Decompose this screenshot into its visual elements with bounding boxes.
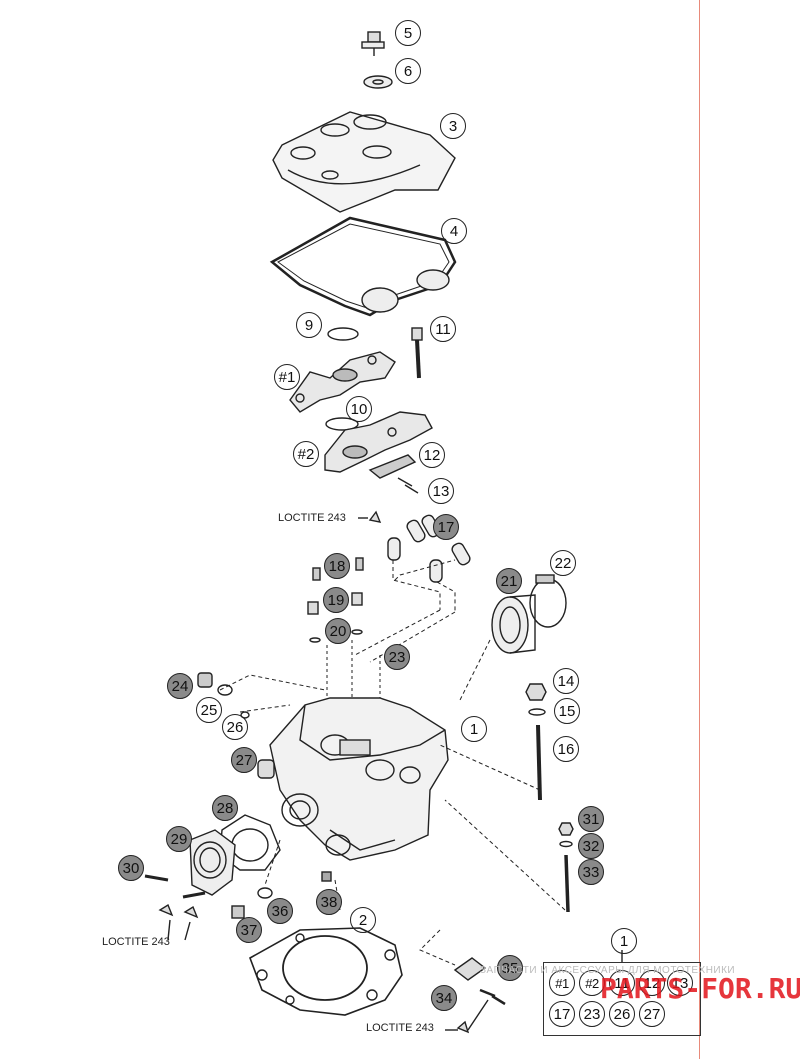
kit-item-h2: #2: [579, 970, 605, 996]
part-18-screw: [312, 567, 321, 581]
callout-9: 9: [296, 312, 322, 338]
part-18-screw-b: [355, 557, 364, 571]
callout-3: 3: [440, 113, 466, 139]
part-37-plug: [231, 905, 245, 919]
callout-31: 31: [578, 806, 604, 832]
callout-h1: #1: [274, 364, 300, 390]
watermark-subtitle: ЗАПЧАСТИ И АКСЕССУАРЫ ДЛЯ МОТОТЕХНИКИ: [480, 965, 736, 976]
kit-item-23: 23: [579, 1001, 605, 1027]
part-h1-bearing-cap: [289, 351, 396, 413]
part-23-studs: [326, 640, 381, 705]
callout-36: 36: [267, 898, 293, 924]
part-34-block: [453, 957, 487, 981]
callout-2: 2: [350, 907, 376, 933]
kit-item-17: 17: [549, 1001, 575, 1027]
callout-h2: #2: [293, 441, 319, 467]
part-27-plug: [257, 759, 275, 779]
callout-34: 34: [431, 985, 457, 1011]
part-14-nut: [525, 683, 547, 701]
part-21-intake-boot: [491, 594, 536, 654]
callout-4: 4: [441, 218, 467, 244]
callout-1: 1: [461, 716, 487, 742]
part-4-gasket: [269, 216, 457, 317]
callout-21: 21: [496, 568, 522, 594]
callout-20: 20: [325, 618, 351, 644]
part-33-stud: [564, 854, 570, 913]
callout-18: 18: [324, 553, 350, 579]
part-29-flange: [189, 829, 236, 896]
kit-item-26: 26: [609, 1001, 635, 1027]
page-margin-line: [699, 0, 700, 1059]
callout-5: 5: [395, 20, 421, 46]
loctite-note-left: LOCTITE 243: [102, 936, 170, 948]
part-2-head-gasket: [249, 927, 403, 1016]
part-1-cylinder-head: [269, 697, 449, 861]
callout-17: 17: [433, 514, 459, 540]
loctite-note-bottom: LOCTITE 243: [366, 1022, 434, 1034]
kit-box: [543, 962, 701, 1036]
callout-24: 24: [167, 673, 193, 699]
part-h2-bearing-cap: [324, 411, 433, 473]
callout-16: 16: [553, 736, 579, 762]
part-5-bolt: [361, 31, 385, 56]
callout-22: 22: [550, 550, 576, 576]
kit-item-h1: #1: [549, 970, 575, 996]
callout-35: 35: [497, 955, 523, 981]
callout-1-kit: 1: [611, 928, 637, 954]
part-6-washer: [363, 75, 393, 89]
callout-38: 38: [316, 889, 342, 915]
part-31-nut: [558, 822, 574, 836]
callout-27: 27: [231, 747, 257, 773]
callout-6: 6: [395, 58, 421, 84]
part-22-clamp: [529, 574, 567, 628]
callout-19: 19: [323, 587, 349, 613]
callout-26: 26: [222, 714, 248, 740]
watermark-brand: PARTS-FOR.RU: [600, 972, 800, 1005]
part-10-oring: [325, 417, 359, 431]
part-12-plate: [368, 454, 417, 479]
part-38-plug: [321, 871, 332, 882]
callout-15: 15: [554, 698, 580, 724]
part-36-oring: [257, 887, 273, 899]
callout-30: 30: [118, 855, 144, 881]
loctite-note-top: LOCTITE 243: [278, 512, 346, 524]
part-9-oring: [327, 327, 359, 341]
part-35-screws: [479, 988, 506, 1006]
part-3-valve-cover: [272, 111, 456, 213]
part-16-stud: [536, 724, 542, 801]
kit-item-27: 27: [639, 1001, 665, 1027]
callout-10: 10: [346, 396, 372, 422]
part-20-washers: [309, 629, 363, 643]
part-32-washer: [559, 840, 573, 848]
part-11-bolt: [411, 327, 423, 379]
part-19-nuts: [307, 592, 363, 615]
part-13-screws: [397, 477, 419, 494]
part-17-followers: [387, 514, 471, 583]
kit-item-13: 13: [667, 970, 693, 996]
callout-33: 33: [578, 859, 604, 885]
callout-37: 37: [236, 917, 262, 943]
kit-item-12: 12: [639, 970, 665, 996]
callout-12: 12: [419, 442, 445, 468]
callout-23: 23: [384, 644, 410, 670]
callout-11: 11: [430, 316, 456, 342]
part-15-washer: [528, 708, 546, 716]
callout-32: 32: [578, 833, 604, 859]
part-25-oring: [217, 684, 233, 696]
kit-item-11: 11: [609, 970, 635, 996]
part-24-plug: [197, 672, 213, 688]
callout-13: 13: [428, 478, 454, 504]
callout-29: 29: [166, 826, 192, 852]
callout-14: 14: [553, 668, 579, 694]
part-30-screws: [144, 874, 206, 899]
callout-25: 25: [196, 697, 222, 723]
callout-28: 28: [212, 795, 238, 821]
